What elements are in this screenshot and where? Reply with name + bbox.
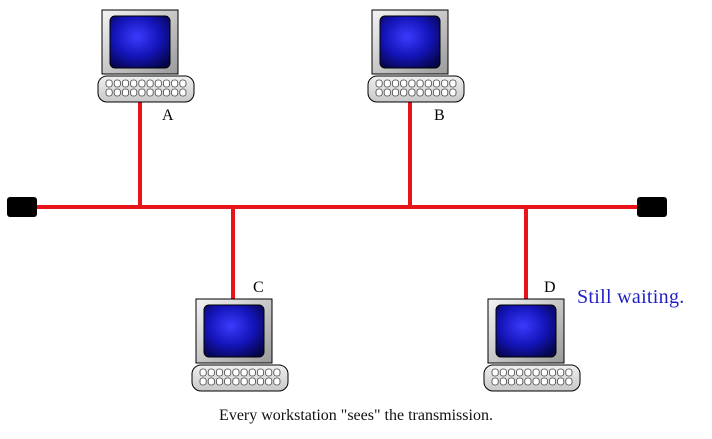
keyboard-key (105, 79, 113, 88)
keyboard-key (491, 368, 499, 377)
keyboard-key (557, 368, 565, 377)
keyboard-key (232, 368, 240, 377)
keyboard-key (507, 368, 515, 377)
keyboard-key (163, 88, 171, 97)
keyboard-key (215, 377, 223, 386)
keyboard-key (400, 88, 408, 97)
keyboard-key (532, 368, 540, 377)
keyboard-key (408, 88, 416, 97)
computer-terminal-icon (367, 9, 465, 103)
diagram-caption: Every workstation "sees" the transmissio… (219, 407, 493, 424)
keyboard-key (433, 88, 441, 97)
keyboard-key (224, 368, 232, 377)
keyboard-key (248, 368, 256, 377)
node-label-c: C (253, 279, 264, 296)
computer-terminal-icon (483, 298, 581, 392)
keyboard-key (113, 79, 121, 88)
keyboard-key (499, 377, 507, 386)
workstation-c (191, 298, 289, 392)
keyboard-key (138, 79, 146, 88)
keyboard-key (215, 368, 223, 377)
keyboard-key (265, 368, 273, 377)
workstation-d (483, 298, 581, 392)
keyboard-key (499, 368, 507, 377)
keyboard-key (441, 79, 449, 88)
keyboard-key (441, 88, 449, 97)
keyboard-key (532, 377, 540, 386)
keyboard-key (273, 368, 281, 377)
keyboard-key (154, 88, 162, 97)
node-label-d: D (544, 279, 556, 296)
computer-terminal-icon (97, 9, 195, 103)
keyboard-key (524, 368, 532, 377)
keyboard-key (408, 79, 416, 88)
keyboard-key (171, 79, 179, 88)
keyboard-key (105, 88, 113, 97)
keyboard-key (163, 79, 171, 88)
keyboard-key (400, 79, 408, 88)
computer-terminal-icon (191, 298, 289, 392)
keyboard-key (549, 377, 557, 386)
keyboard-key (179, 79, 187, 88)
keyboard-key (391, 88, 399, 97)
keyboard-key (416, 88, 424, 97)
keyboard-key (207, 368, 215, 377)
keyboard-key (273, 377, 281, 386)
keyboard-key (540, 368, 548, 377)
keyboard-key (433, 79, 441, 88)
keyboard-key (507, 377, 515, 386)
keyboard-key (224, 377, 232, 386)
keyboard-key (557, 377, 565, 386)
keyboard-key (146, 79, 154, 88)
keyboard-key (232, 377, 240, 386)
keyboard-key (565, 377, 573, 386)
keyboard-key (179, 88, 187, 97)
keyboard-key (154, 79, 162, 88)
keyboard-key (138, 88, 146, 97)
workstation-b (367, 9, 465, 103)
keyboard-key (257, 368, 265, 377)
keyboard-key (424, 88, 432, 97)
keyboard-key (375, 88, 383, 97)
keyboard-key (449, 88, 457, 97)
keyboard-key (416, 79, 424, 88)
bus-terminator-icon (637, 197, 667, 217)
keyboard-key (121, 88, 129, 97)
keyboard-key (146, 88, 154, 97)
keyboard-key (491, 377, 499, 386)
node-label-b: B (434, 107, 445, 124)
node-label-a: A (162, 107, 174, 124)
keyboard-key (375, 79, 383, 88)
keyboard-key (516, 368, 524, 377)
keyboard-key (248, 377, 256, 386)
status-text: Still waiting. (577, 286, 685, 308)
keyboard-key (207, 377, 215, 386)
keyboard-key (265, 377, 273, 386)
keyboard-key (565, 368, 573, 377)
keyboard-key (240, 377, 248, 386)
keyboard-key (549, 368, 557, 377)
keyboard-key (540, 377, 548, 386)
keyboard-key (240, 368, 248, 377)
bus-terminator-icon (7, 197, 37, 217)
keyboard-key (130, 88, 138, 97)
keyboard-key (524, 377, 532, 386)
keyboard-key (199, 377, 207, 386)
keyboard-key (383, 88, 391, 97)
keyboard-key (121, 79, 129, 88)
keyboard-key (391, 79, 399, 88)
keyboard-key (516, 377, 524, 386)
keyboard-key (424, 79, 432, 88)
keyboard-key (171, 88, 179, 97)
keyboard-key (383, 79, 391, 88)
keyboard-key (257, 377, 265, 386)
keyboard-key (199, 368, 207, 377)
keyboard-key (449, 79, 457, 88)
keyboard-key (130, 79, 138, 88)
keyboard-key (113, 88, 121, 97)
workstation-a (97, 9, 195, 103)
